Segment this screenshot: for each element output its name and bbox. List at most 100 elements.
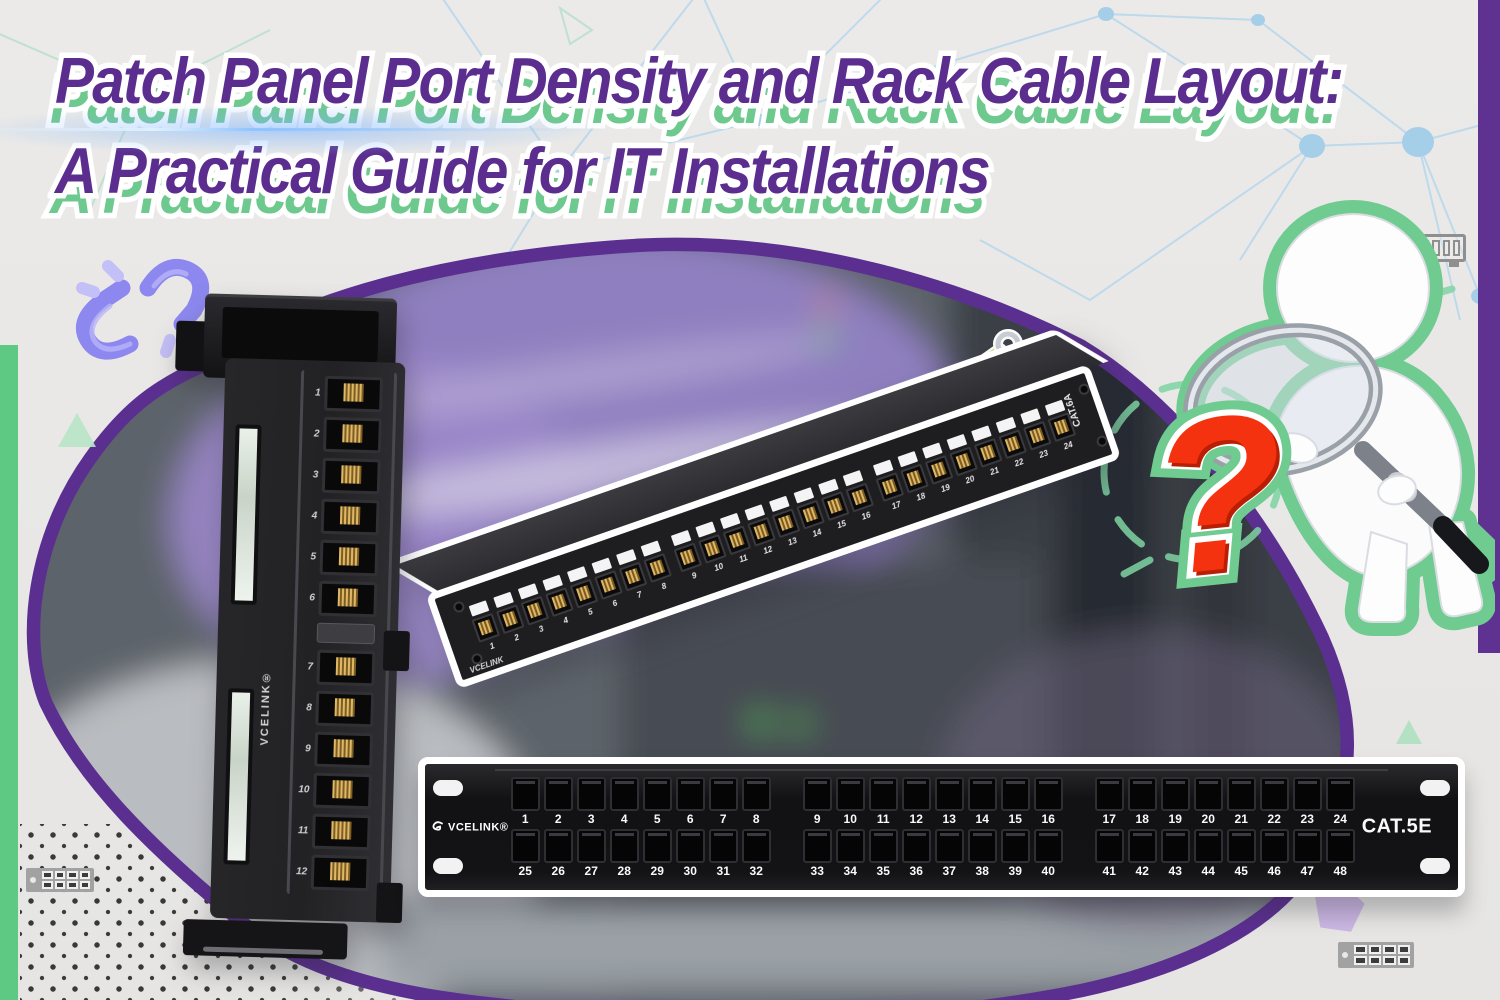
port-number: 14 (975, 811, 989, 826)
rj45-jack-icon (569, 578, 599, 609)
port-number: 21 (1234, 811, 1248, 826)
port-cell: 19 (1160, 776, 1191, 826)
port-number: 10 (298, 784, 310, 796)
port-number: 15 (835, 518, 848, 531)
keystone-jack-icon (310, 854, 370, 892)
port-number: 48 (1333, 863, 1347, 878)
green-triangle-decoration (58, 413, 96, 447)
keystone-jack-icon (314, 731, 374, 769)
port-number: 7 (719, 811, 727, 826)
side-tab (382, 630, 410, 672)
green-triangle-decoration (1396, 720, 1422, 744)
port-number: 24 (1062, 439, 1074, 452)
port-number: 5 (310, 551, 317, 563)
port-cell: 26 (543, 828, 574, 878)
rj45-jack-icon (1193, 776, 1223, 811)
rj45-jack-icon (642, 776, 672, 811)
port-cell: 12 (901, 776, 932, 826)
port-number: 47 (1300, 863, 1314, 878)
brand-label: VCELINK® (258, 669, 273, 746)
port-number: 4 (311, 510, 318, 522)
keystone-jack-icon (322, 416, 382, 454)
port-number: 9 (813, 811, 821, 826)
port-cell: 6 (301, 577, 384, 620)
port-cell: 4 (609, 776, 640, 826)
rj45-jack-icon (1160, 776, 1190, 811)
port-number: 9 (690, 570, 698, 581)
right-mounting-cap: CAT.5E (1356, 764, 1458, 890)
port-cell: 12 (294, 851, 377, 894)
rj45-jack-icon (802, 828, 832, 863)
port-number: 1 (521, 811, 529, 826)
port-cell: 33 (802, 828, 833, 878)
port-cell: 16 (1033, 776, 1064, 826)
rj45-jack-icon (1226, 828, 1256, 863)
port-cell: 25 (510, 828, 541, 878)
port-cell: 14 (967, 776, 998, 826)
rj45-jack-icon (802, 776, 832, 811)
port-number: 36 (909, 863, 923, 878)
port-number: 16 (860, 510, 872, 522)
rj45-jack-icon (543, 776, 573, 811)
mount-slot-icon (1420, 858, 1450, 874)
rj45-jack-icon (900, 463, 929, 494)
port-number: 2 (313, 428, 320, 440)
rj45-jack-icon (722, 525, 752, 556)
title-line2-green-outline: A Practical Guide for IT Installations (45, 153, 991, 229)
keystone-jack-icon (315, 690, 375, 728)
port-cell: 22 (1259, 776, 1290, 826)
screw-hole-icon (1077, 382, 1092, 397)
rj45-jack-icon (901, 828, 931, 863)
network-switch-pictogram-icon (26, 868, 94, 892)
rj45-jack-icon (868, 828, 898, 863)
rj45-jack-icon (741, 776, 771, 811)
rj45-jack-icon (1292, 776, 1322, 811)
port-number: 24 (1333, 811, 1347, 826)
port-number: 3 (537, 624, 545, 635)
port-number: 1 (314, 387, 321, 399)
port-cell: 3 (305, 454, 388, 497)
rj45-jack-icon (675, 828, 705, 863)
mount-slot-icon (433, 780, 463, 796)
rj45-jack-icon (1033, 828, 1063, 863)
rj45-jack-icon (835, 828, 865, 863)
rj45-jack-icon (642, 828, 672, 863)
port-cell: 21 (1226, 776, 1257, 826)
rj45-jack-icon (708, 776, 738, 811)
question-mark-decoration: ? ? ? (1125, 352, 1372, 638)
keystone-jack-icon (321, 457, 381, 495)
rj45-jack-icon (675, 776, 705, 811)
port-number: 6 (309, 592, 315, 604)
port-number: 42 (1135, 863, 1149, 878)
rj45-jack-icon (576, 828, 606, 863)
rj45-jack-icon (545, 587, 574, 618)
port-number: 13 (786, 535, 799, 548)
port-number: 12 (762, 544, 774, 556)
rj45-jack-icon (673, 542, 703, 573)
rj45-jack-icon (495, 604, 525, 635)
port-number: 34 (843, 863, 857, 878)
rj45-jack-icon (520, 595, 550, 626)
rj45-jack-icon (1094, 776, 1124, 811)
port-number: 19 (939, 482, 952, 495)
port-number: 20 (1201, 811, 1215, 826)
port-number: 3 (587, 811, 595, 826)
port-number: 4 (620, 811, 628, 826)
port-number: 5 (586, 607, 594, 618)
port-number: 4 (562, 615, 570, 626)
vcelink-logo-icon (432, 821, 443, 831)
port-cell: 11 (868, 776, 899, 826)
rj45-jack-icon (698, 533, 727, 564)
rj45-jack-icon (510, 776, 540, 811)
port-cell: 4 (304, 495, 387, 538)
port-number: 17 (890, 499, 903, 512)
rj45-jack-icon (1292, 828, 1322, 863)
port-cell: 7 (708, 776, 739, 826)
port-number: 19 (1168, 811, 1182, 826)
mount-slot-icon (433, 858, 463, 874)
